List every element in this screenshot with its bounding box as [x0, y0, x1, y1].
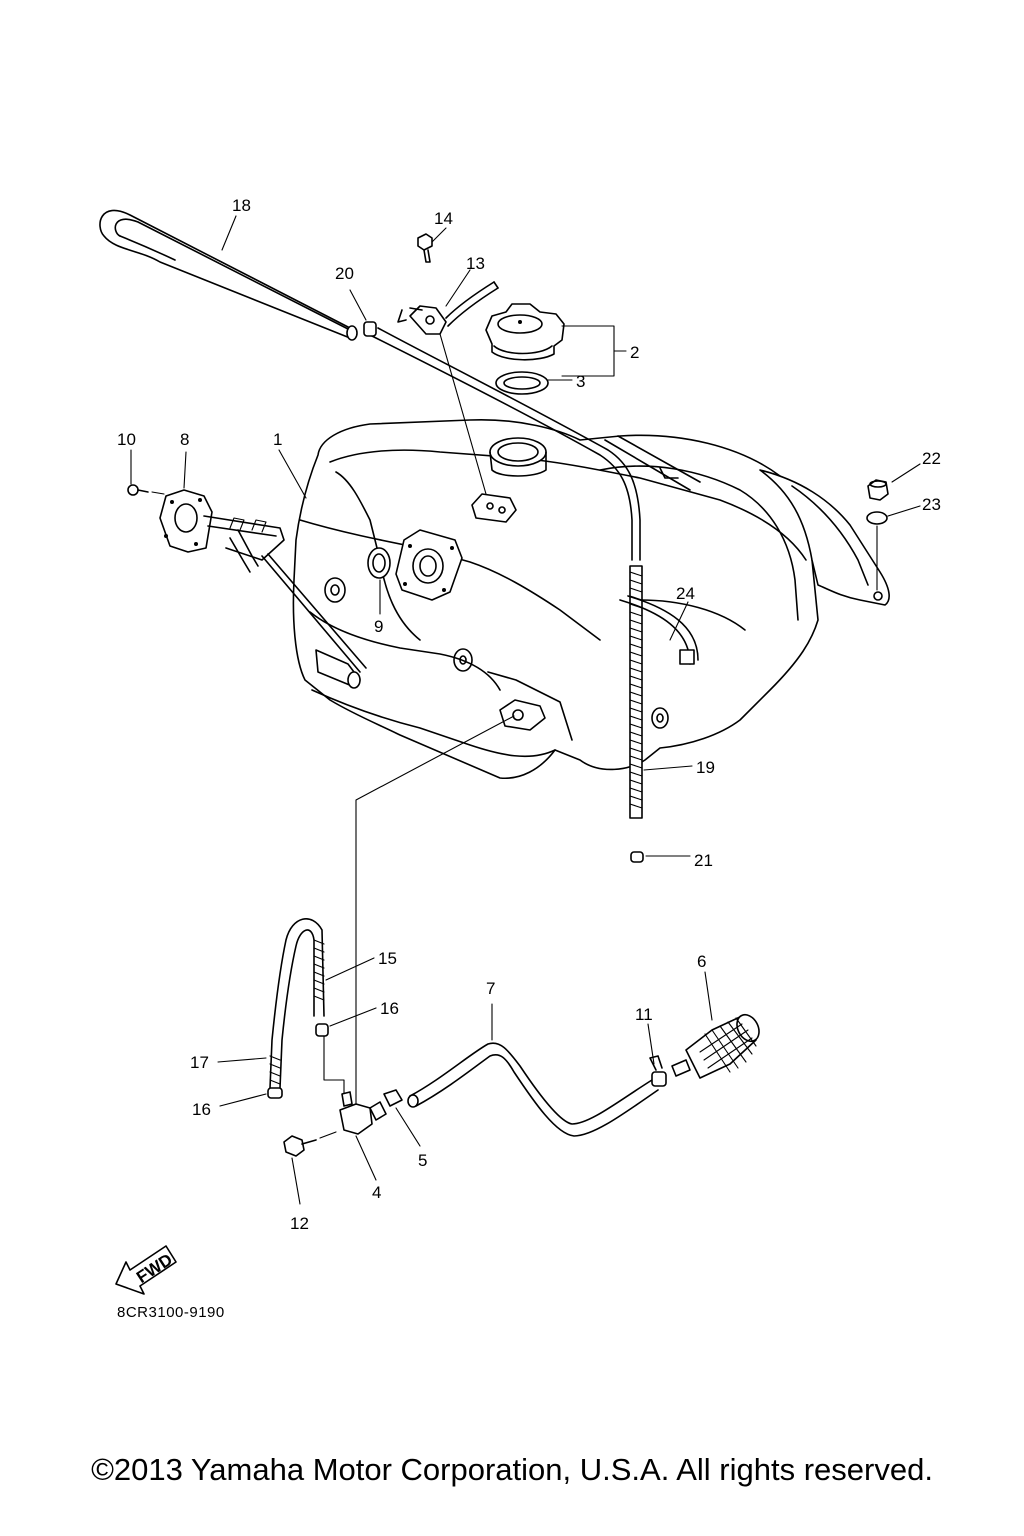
callout-8: 8: [180, 430, 189, 449]
callout-7: 7: [486, 979, 495, 998]
callout-21: 21: [694, 851, 713, 870]
leader-lines: [130, 215, 921, 1205]
callout-3: 3: [576, 372, 585, 391]
breather-hose-18: [99, 209, 358, 341]
callout-20: 20: [335, 264, 354, 283]
callout-17: 17: [190, 1053, 209, 1072]
callout-18: 18: [232, 196, 251, 215]
vent-fitting-13: [397, 233, 499, 495]
callout-labels: 18 14 13 20 2 3 10 8 1 22 23 24 9 19 21 …: [117, 196, 941, 1233]
callout-5: 5: [418, 1151, 427, 1170]
fuel-sender-8: [127, 484, 367, 673]
callout-23: 23: [922, 495, 941, 514]
callout-22: 22: [922, 449, 941, 468]
fuel-hose-15-17: [267, 918, 345, 1101]
callout-4: 4: [372, 1183, 381, 1202]
fuel-cap-assembly: [485, 303, 565, 395]
callout-24: 24: [676, 584, 695, 603]
callout-16-upper: 16: [380, 999, 399, 1018]
fwd-arrow-icon: FWD: [115, 1245, 177, 1295]
fuel-pipe-7: [407, 1042, 659, 1137]
dashed-leader-petcock: [355, 715, 515, 1109]
callout-12: 12: [290, 1214, 309, 1233]
mounting-hardware: [619, 479, 889, 665]
fuel-filter-6: [649, 1013, 760, 1087]
copyright-notice: ©2013 Yamaha Motor Corporation, U.S.A. A…: [91, 1452, 933, 1487]
callout-11: 11: [635, 1005, 653, 1024]
fuel-cock-4: [283, 1089, 403, 1157]
callout-10: 10: [117, 430, 136, 449]
callout-13: 13: [466, 254, 485, 273]
callout-1: 1: [273, 430, 282, 449]
callout-19: 19: [696, 758, 715, 777]
diagram-part-code: 8CR3100-9190: [117, 1304, 225, 1321]
callout-2: 2: [630, 343, 639, 362]
callout-6: 6: [697, 952, 706, 971]
fuel-tank-drawing: [292, 418, 890, 780]
callout-16-lower: 16: [192, 1100, 211, 1119]
callout-15: 15: [378, 949, 397, 968]
callout-9: 9: [374, 617, 383, 636]
callout-14: 14: [434, 209, 453, 228]
